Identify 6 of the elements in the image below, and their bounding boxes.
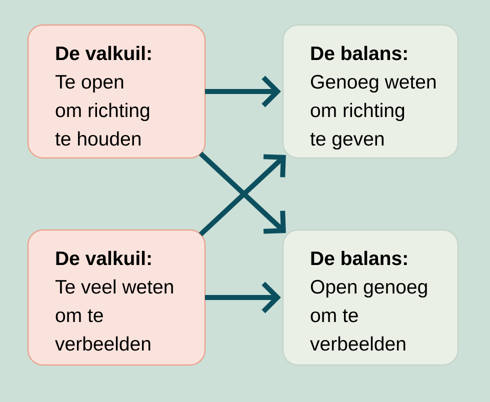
arrow [205,76,281,108]
arrow [205,282,281,314]
text-box: De balans: Open genoeg om te verbeelden [282,229,459,366]
text-box: De balans: Genoeg weten om richting te geven [282,24,459,159]
text-box: De valkuil: Te veel weten om te verbeelden [27,229,206,366]
text-box: De valkuil: Te open om richting te houden [27,24,206,159]
